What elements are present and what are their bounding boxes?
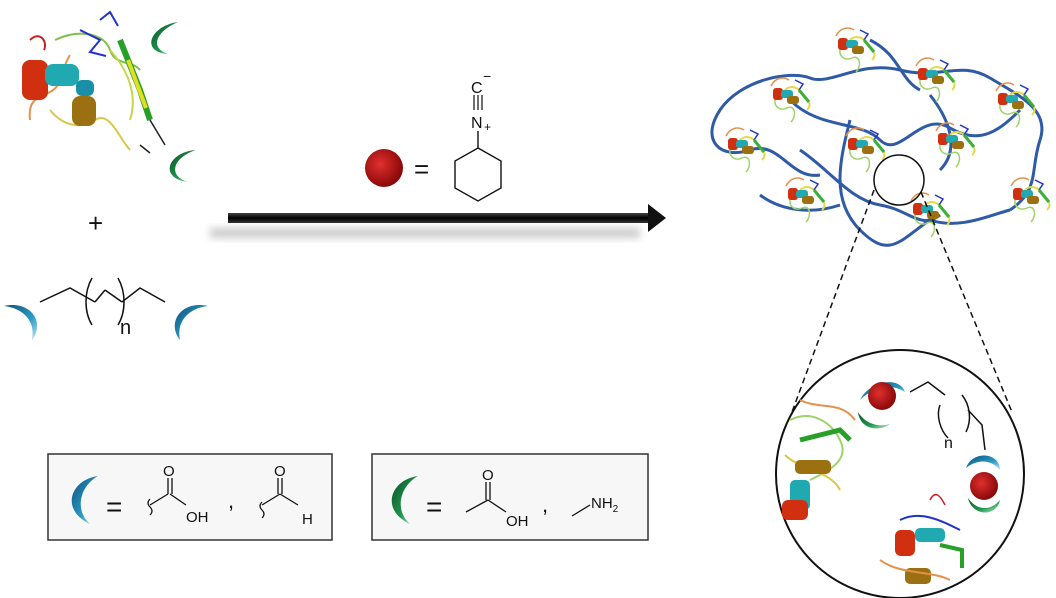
green-crescent-icon (391, 476, 418, 524)
blue-crescent-icon (71, 476, 98, 524)
legend-green-crescent (371, 453, 649, 541)
protein-reactant (22, 10, 153, 154)
reaction-arrow-icon (210, 204, 666, 238)
isocyanide-carbon-charge: − (483, 68, 491, 84)
legend-blue-acid-hydroxyl: OH (186, 509, 209, 526)
protein-polymer-network (710, 26, 1052, 413)
isocyanide-nitrogen: N (471, 115, 483, 132)
isocyanide-nitrogen-charge: + (484, 120, 491, 134)
legend-green-acid-hydroxyl: OH (506, 513, 529, 530)
reagent-equals: = (414, 154, 429, 184)
amine-subscript: 2 (613, 504, 619, 515)
zoom-repeat-index: n (944, 435, 953, 452)
blue-crescent-icon (174, 304, 208, 340)
legend-blue-aldehyde-hydrogen: H (302, 511, 313, 528)
plus-sign: + (88, 208, 103, 238)
amine-nh: NH (591, 495, 613, 512)
bifunctional-polymer (39, 277, 166, 326)
green-crescent-icon (151, 22, 178, 54)
legend-green-separator: , (542, 492, 548, 517)
cyclohexane-icon (454, 147, 502, 202)
cyclohexyl-isocyanide (454, 95, 502, 202)
legend-blue-crescent (47, 453, 333, 541)
legend-blue-acid-oxygen: O (163, 463, 175, 480)
legend-green-acid-oxygen: O (482, 467, 494, 484)
legend-blue-equals: = (106, 491, 122, 522)
repeat-index: n (120, 317, 131, 339)
blue-crescent-icon (4, 304, 38, 340)
legend-blue-aldehyde-oxygen: O (274, 463, 286, 480)
green-crescent-icon (169, 150, 196, 182)
legend-green-equals: = (426, 491, 442, 522)
legend-blue-separator: , (228, 488, 234, 513)
isocyanide-carbon: C (471, 80, 483, 97)
red-dot-icon (365, 149, 403, 187)
legend-green-amine: NH2 (591, 495, 619, 515)
zoomed-crosslink-view (775, 349, 1025, 598)
